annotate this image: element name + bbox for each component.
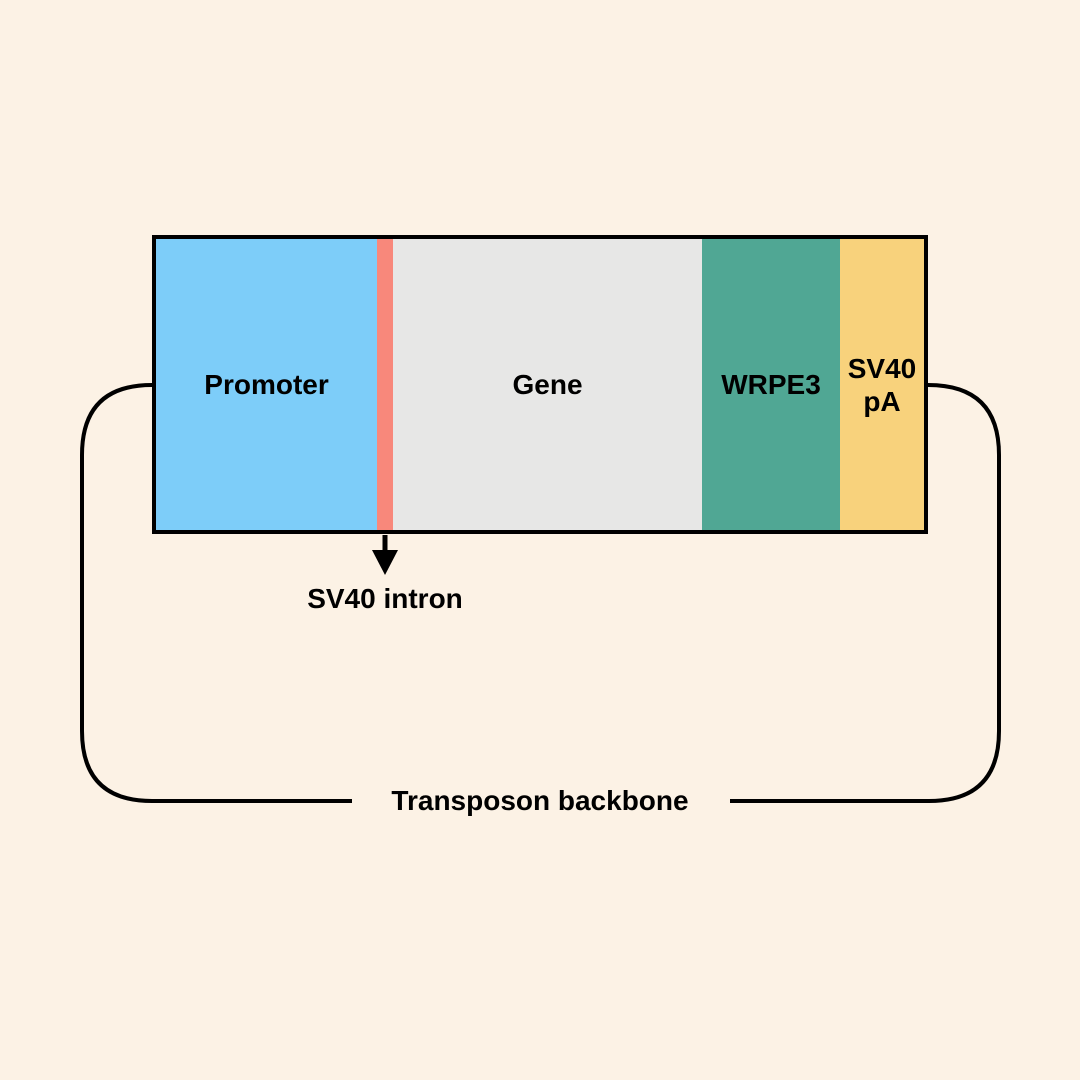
- segment-sv40-intron-stripe: [377, 239, 393, 530]
- segment-wrpe3-label: WRPE3: [721, 369, 821, 400]
- segment-promoter-label: Promoter: [204, 369, 329, 400]
- backbone-bracket-right: [730, 383, 1001, 803]
- segment-sv40-pa: SV40 pA: [840, 239, 924, 530]
- segment-sv40-pa-label: SV40 pA: [847, 352, 917, 417]
- backbone-bracket-left: [80, 383, 352, 803]
- segment-promoter: Promoter: [156, 239, 377, 530]
- segment-gene: Gene: [393, 239, 702, 530]
- intron-arrow-head-icon: [372, 550, 398, 575]
- segment-wrpe3: WRPE3: [702, 239, 840, 530]
- construct-box: Promoter Gene WRPE3 SV40 pA: [152, 235, 928, 534]
- sv40-intron-label: SV40 intron: [307, 583, 463, 614]
- segment-gene-label: Gene: [512, 369, 583, 400]
- transposon-backbone-label: Transposon backbone: [391, 785, 689, 816]
